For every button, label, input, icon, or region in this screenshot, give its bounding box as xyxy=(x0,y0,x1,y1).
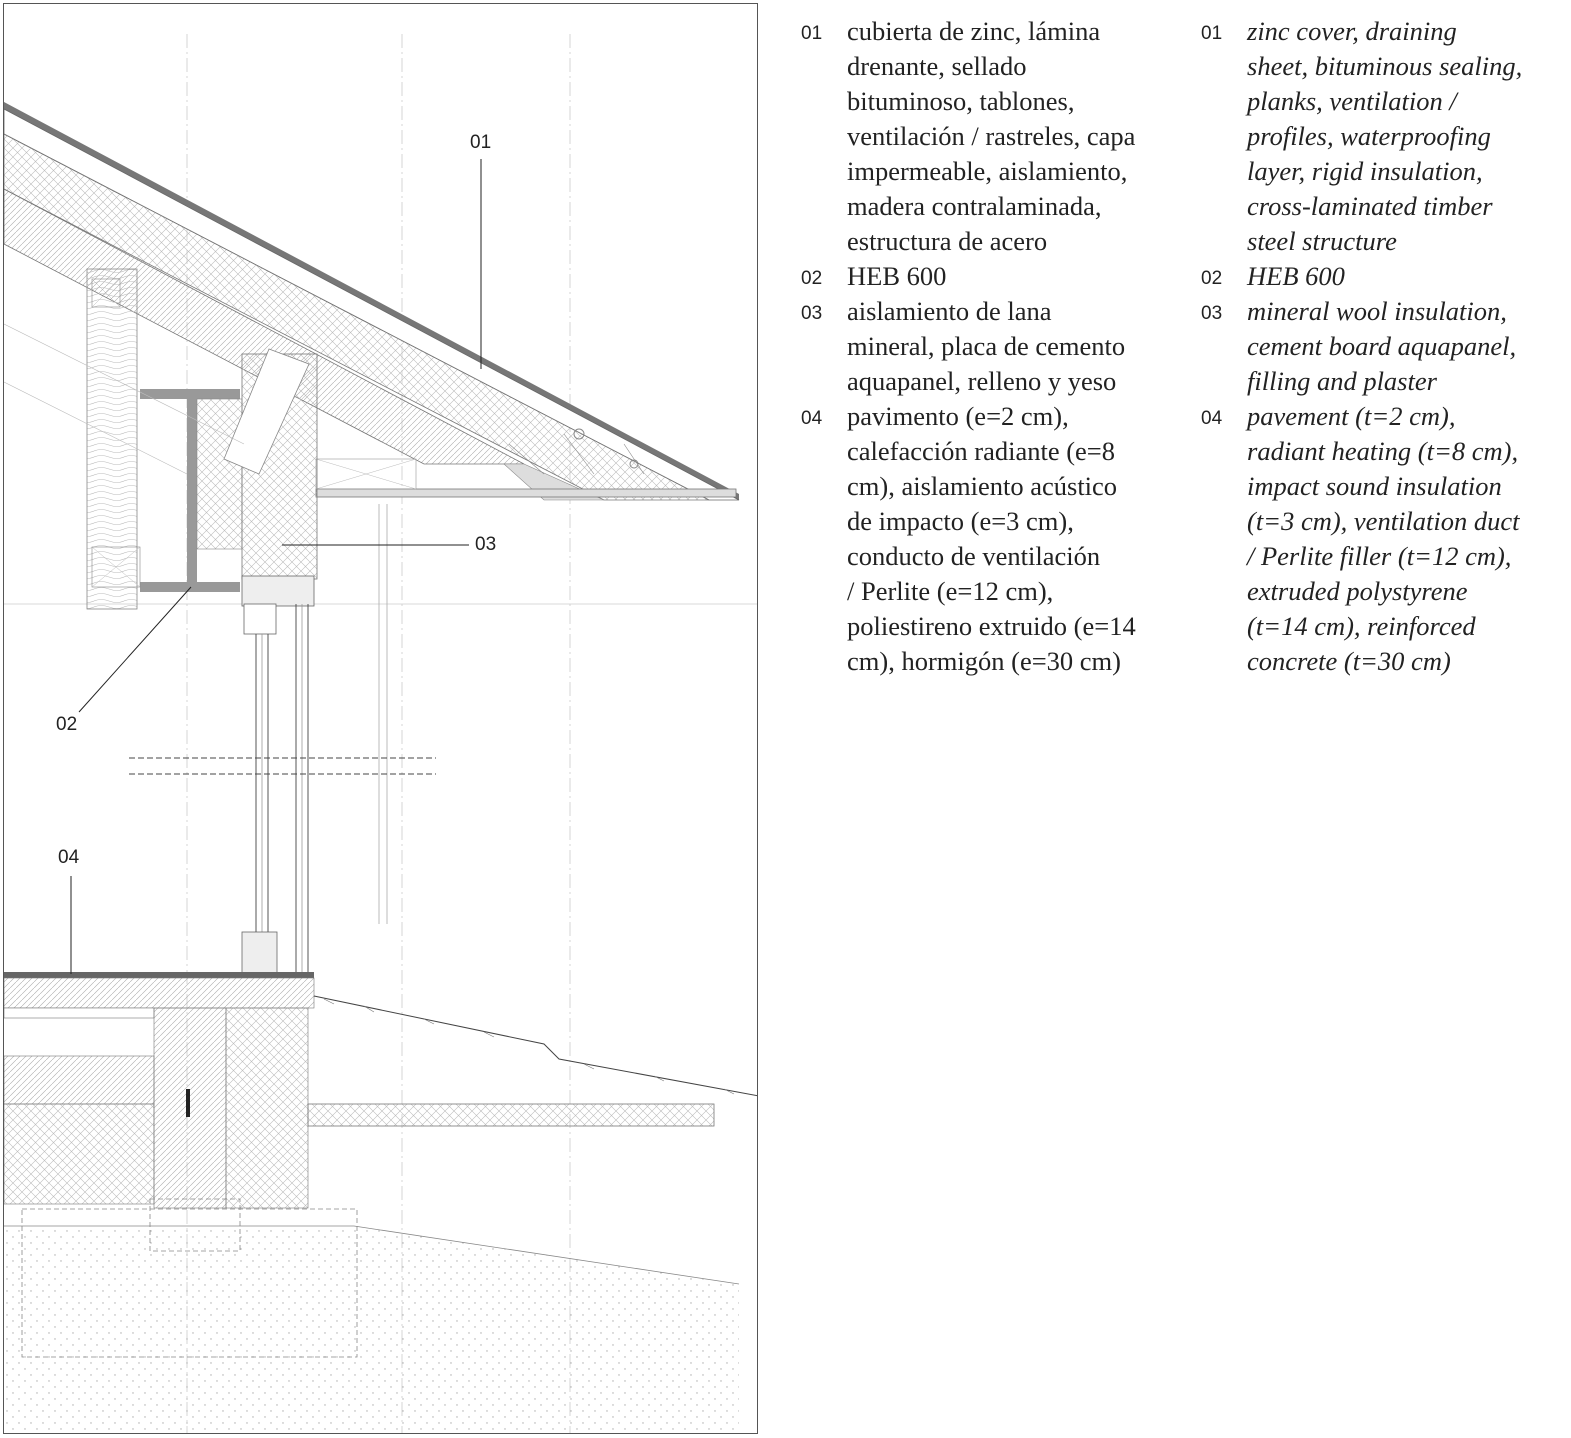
legend-item: 04 pavimento (e=2 cm), calefacción radiant… xyxy=(801,399,1171,679)
legend-line: cm), aislamiento acústico xyxy=(847,471,1118,501)
floor-assembly xyxy=(4,972,715,1252)
legend-description: aislamiento de lana mineral, placa de cem… xyxy=(847,294,1125,399)
legend-line: poliestireno extruido (e=14 xyxy=(847,611,1136,641)
legend-line: mineral, placa de cemento xyxy=(847,331,1126,361)
legend-line: cement board aquapanel, xyxy=(1247,331,1517,361)
legend-line: aislamiento de lana xyxy=(847,296,1052,326)
legend-line: HEB 600 xyxy=(847,261,947,291)
legend-line: conducto de ventilación xyxy=(847,541,1101,571)
legend-line: layer, rigid insulation, xyxy=(1247,156,1483,186)
legend-line: / Perlite filler (t=12 cm), xyxy=(1247,541,1512,571)
leader-lines xyxy=(70,159,482,974)
legend-line: profiles, waterproofing xyxy=(1247,121,1491,151)
legend-line: estructura de acero xyxy=(847,226,1048,256)
legend-number: 02 xyxy=(1201,268,1223,289)
legend-line: pavement (t=2 cm), xyxy=(1247,401,1456,431)
legend-line: zinc cover, draining xyxy=(1247,16,1457,46)
legend-spanish: 01 cubierta de zinc, lámina drenante, sell… xyxy=(801,14,1171,679)
ceiling-structure xyxy=(4,268,318,610)
legend-description: mineral wool insulation, cement board aqu… xyxy=(1247,294,1516,399)
legend-number: 03 xyxy=(1201,303,1223,324)
legend-line: sheet, bituminous sealing, xyxy=(1247,51,1523,81)
callout-01: 01 xyxy=(470,132,492,153)
legend-line: (t=14 cm), reinforced xyxy=(1247,611,1476,641)
legend-item: 03 aislamiento de lana mineral, placa de c… xyxy=(801,294,1171,399)
legend-item: 01 zinc cover, draining sheet, bituminous … xyxy=(1201,14,1567,259)
legend-line: steel structure xyxy=(1247,226,1397,256)
section-drawing: 01 02 03 04 xyxy=(3,3,758,1434)
legend-line: mineral wool insulation, xyxy=(1247,296,1507,326)
legend-description: zinc cover, draining sheet, bituminous se… xyxy=(1247,14,1522,259)
window-wall xyxy=(241,504,388,978)
legend-line: cubierta de zinc, lámina xyxy=(847,16,1101,46)
callout-04: 04 xyxy=(58,847,80,868)
terrain xyxy=(4,995,757,1433)
legend-line: cm), hormigón (e=30 cm) xyxy=(847,646,1121,676)
legend-item: 03 mineral wool insulation, cement board a… xyxy=(1201,294,1567,399)
grid-lines xyxy=(186,34,571,1433)
legend-line: bituminoso, tablones, xyxy=(847,86,1075,116)
legend-description: HEB 600 xyxy=(1247,259,1345,294)
construction-section-svg xyxy=(4,34,757,1433)
legend-item: 02 HEB 600 xyxy=(1201,259,1567,294)
legend-line: drenante, sellado xyxy=(847,51,1027,81)
legend-line: (t=3 cm), ventilation duct xyxy=(1247,506,1520,536)
legend-line: madera contralaminada, xyxy=(847,191,1102,221)
legend-item: 01 cubierta de zinc, lámina drenante, sell… xyxy=(801,14,1171,259)
roof-assembly xyxy=(4,102,740,501)
legend-number: 03 xyxy=(801,303,823,324)
legend-line: extruded polystyrene xyxy=(1247,576,1468,606)
legend-line: cross-laminated timber xyxy=(1247,191,1493,221)
legend-item: 02 HEB 600 xyxy=(801,259,1171,294)
legend-number: 01 xyxy=(801,23,823,44)
legend-line: aquapanel, relleno y yeso xyxy=(847,366,1117,396)
legend-description: pavimento (e=2 cm), calefacción radiante … xyxy=(847,399,1136,679)
legend-number: 04 xyxy=(1201,408,1223,429)
legend-line: ventilación / rastreles, capa xyxy=(847,121,1136,151)
callout-02: 02 xyxy=(56,714,78,735)
legend-number: 04 xyxy=(801,408,823,429)
legend-line: planks, ventilation / xyxy=(1247,86,1457,116)
legend-number: 02 xyxy=(801,268,823,289)
legend-description: pavement (t=2 cm), radiant heating (t=8 c… xyxy=(1247,399,1520,679)
legend-line: de impacto (e=3 cm), xyxy=(847,506,1074,536)
legend-english: 01 zinc cover, draining sheet, bituminous … xyxy=(1201,14,1567,679)
legend-line: impermeable, aislamiento, xyxy=(847,156,1128,186)
legend-item: 04 pavement (t=2 cm), radiant heating (t=8… xyxy=(1201,399,1567,679)
legend-number: 01 xyxy=(1201,23,1223,44)
legend-line: calefacción radiante (e=8 xyxy=(847,436,1115,466)
soffit xyxy=(315,488,737,498)
legend-description: cubierta de zinc, lámina drenante, sellad… xyxy=(847,14,1135,259)
legend-line: pavimento (e=2 cm), xyxy=(847,401,1069,431)
legend-line: filling and plaster xyxy=(1247,366,1437,396)
legend-line: HEB 600 xyxy=(1247,261,1345,291)
legend-line: concrete (t=30 cm) xyxy=(1247,646,1451,676)
legend-line: / Perlite (e=12 cm), xyxy=(847,576,1054,606)
legend-line: impact sound insulation xyxy=(1247,471,1502,501)
legend-line: radiant heating (t=8 cm), xyxy=(1247,436,1519,466)
callout-03: 03 xyxy=(475,534,497,555)
legend-description: HEB 600 xyxy=(847,259,946,294)
